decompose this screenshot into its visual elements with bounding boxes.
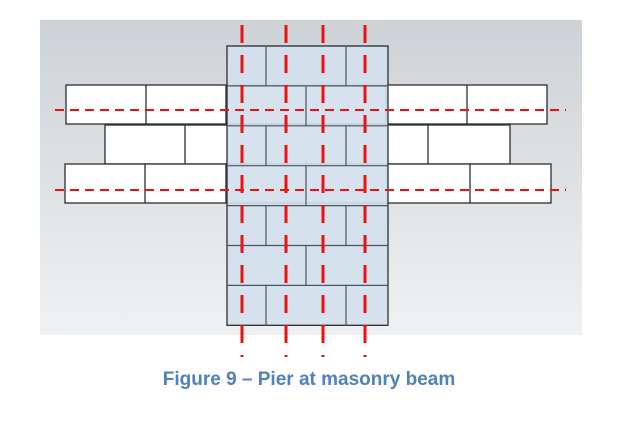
pier-body [226,45,389,326]
masonry-pier [226,45,389,326]
figure-caption: Figure 9 – Pier at masonry beam [162,369,456,390]
centerlines [55,25,566,357]
